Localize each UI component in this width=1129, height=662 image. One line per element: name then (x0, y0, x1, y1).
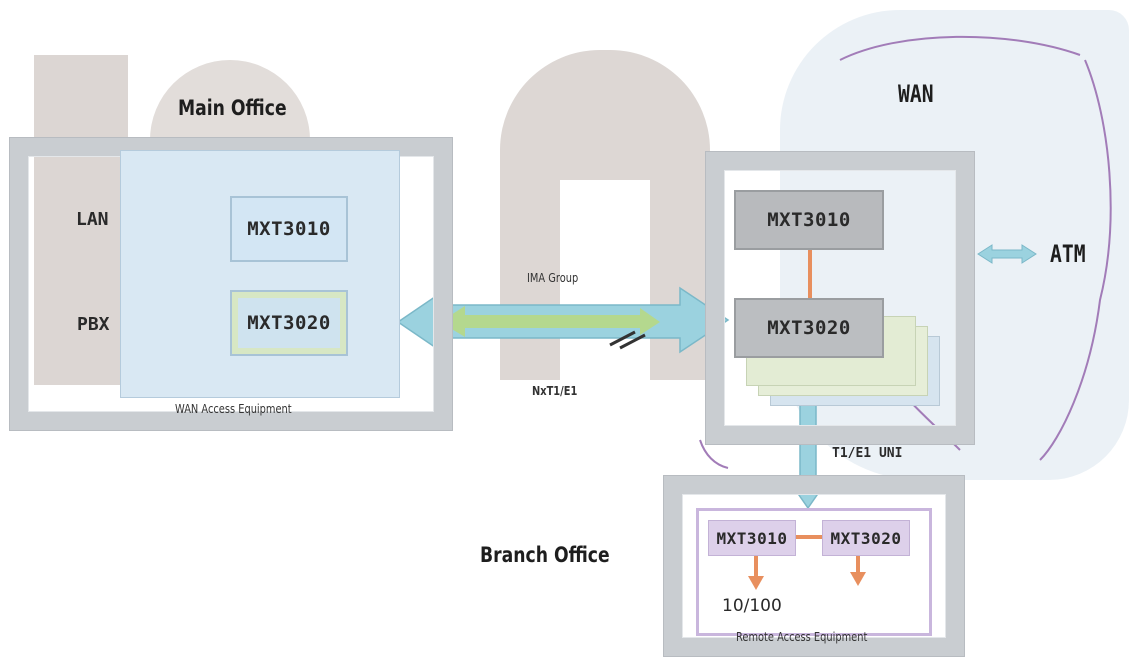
wan-outline-left (699, 439, 729, 469)
watermark-stroke-1 (34, 55, 128, 385)
main-office-caption: WAN Access Equipment (175, 402, 292, 416)
atm-label: ATM (1050, 240, 1086, 268)
branch-ethernet-arrows (748, 556, 866, 590)
wan-title: WAN (898, 80, 934, 108)
uni-label: T1/E1 UNI (832, 446, 903, 461)
ima-group-label: IMA Group (527, 271, 579, 285)
atm-arrow (977, 244, 1037, 264)
main-device-mxt3010: MXT3010 (230, 196, 348, 262)
lan-label: LAN (76, 209, 109, 230)
pbx-label: PBX (77, 314, 110, 335)
branch-office-frame (664, 476, 964, 656)
wan-outline-top (839, 35, 1081, 61)
branch-device-mxt3020: MXT3020 (822, 520, 910, 556)
branch-office-panel (696, 508, 932, 636)
branch-device-mxt3010: MXT3010 (708, 520, 796, 556)
branch-office-caption: Remote Access Equipment (736, 630, 868, 644)
main-office-panel (120, 150, 400, 398)
wan-device-mxt3010: MXT3010 (734, 190, 884, 250)
watermark-stroke-4 (560, 180, 650, 380)
wan-access-frame (706, 152, 974, 444)
branch-office-title: Branch Office (480, 543, 610, 567)
wan-device-mxt3020: MXT3020 (734, 298, 884, 358)
main-office-title: Main Office (178, 96, 287, 120)
wan-outline-right (1039, 59, 1112, 461)
ethernet-label: 10/100 (722, 596, 782, 616)
main-device-mxt3020: MXT3020 (230, 290, 348, 356)
main-office-frame (10, 138, 452, 430)
nxt1-e1-label: NxT1/E1 (532, 384, 578, 398)
